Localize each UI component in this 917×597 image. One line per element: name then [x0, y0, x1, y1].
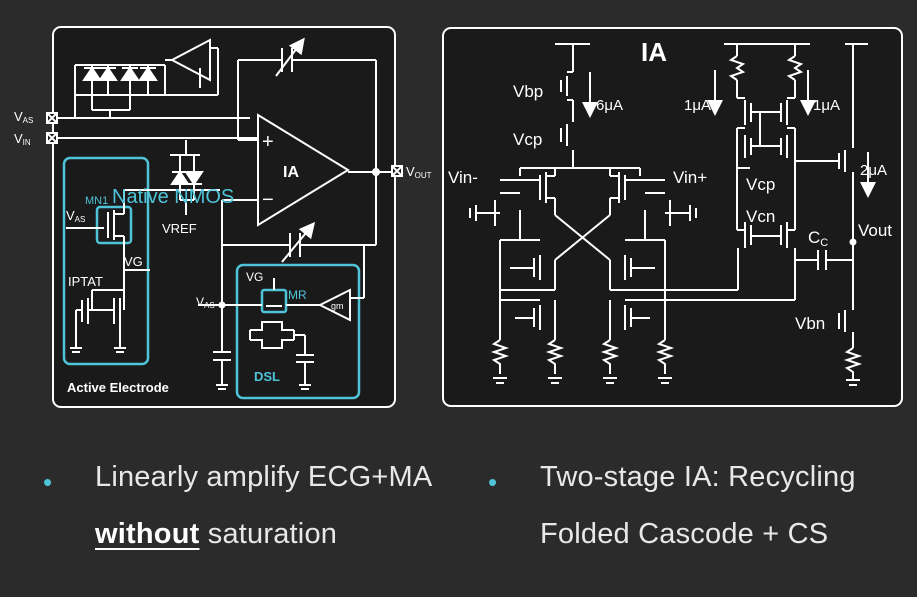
- bullet-2-line-2: Folded Cascode + CS: [540, 518, 829, 550]
- current-6ua-label: 6μA: [596, 97, 623, 114]
- bullet-1-line-2-rest: saturation: [199, 518, 338, 550]
- gm-label: gm: [331, 301, 344, 311]
- left-panel: [46, 26, 403, 408]
- vout-label: Vout: [858, 221, 892, 240]
- active-electrode-block: [62, 156, 220, 366]
- bullet-2-line-1: Two-stage IA: Recycling: [540, 461, 856, 493]
- amp-plus-label: +: [262, 131, 274, 153]
- amp-ia-label: IA: [283, 164, 299, 181]
- current-2ua-label: 2μA: [860, 162, 887, 179]
- diode-icon: [120, 65, 140, 95]
- current-1ua-a-label: 1μA: [684, 97, 711, 114]
- top-buffer-icon: [165, 38, 219, 96]
- feedback-capacitor-top: [237, 37, 377, 172]
- vref-label: VREF: [162, 221, 197, 236]
- input-pins: [46, 112, 258, 144]
- vcp-right-label: Vcp: [746, 175, 775, 194]
- active-electrode-title: Active Electrode: [67, 380, 169, 395]
- output-pin: [391, 165, 403, 177]
- vcn-label: Vcn: [746, 207, 775, 226]
- nmos-cascode: [737, 222, 796, 300]
- feedback-capacitor-bottom: [221, 172, 377, 263]
- vbn-label: Vbn: [795, 314, 825, 333]
- iptat-label: IPTAT: [68, 274, 103, 289]
- bullet-marker-2: •: [488, 467, 498, 497]
- vin-minus-label: Vin-: [448, 168, 478, 187]
- bullet-1-emphasis: without: [95, 518, 200, 550]
- diode-string: [74, 64, 166, 118]
- diode-icon: [98, 65, 118, 95]
- right-panel: [442, 27, 903, 407]
- amp-minus-label: −: [262, 189, 274, 211]
- dsl-block: [222, 245, 365, 400]
- vin-plus-label: Vin+: [673, 168, 707, 187]
- right-panel-frame: [442, 27, 903, 407]
- input-pairs: [469, 168, 697, 261]
- vbp-label: Vbp: [513, 82, 543, 101]
- current-1ua-b-label: 1μA: [813, 97, 840, 114]
- native-nmos-label: Native NMOS: [112, 186, 234, 208]
- ae-vg-label: VG: [124, 254, 143, 269]
- folded-cascode-lower: [490, 239, 795, 384]
- cc-label: CC: [808, 228, 828, 249]
- dsl-vg-label: VG: [246, 270, 263, 284]
- vcp-left-label: Vcp: [513, 130, 542, 149]
- tail-current-source: [520, 44, 640, 169]
- ia-amplifier-icon: [222, 113, 392, 227]
- dsl-capacitor: [198, 245, 231, 390]
- pin-vin-label: VIN: [14, 131, 31, 147]
- mn1-label: MN1: [85, 195, 108, 207]
- bullet-1-line-2: without saturation: [95, 518, 337, 551]
- pmos-mirror: [707, 44, 816, 230]
- dsl-vas-label: VAS: [196, 295, 215, 310]
- dsl-title: DSL: [254, 369, 280, 384]
- diode-icon: [82, 65, 102, 95]
- left-panel-labels: VAS VIN VOUT + − IA VREF MN1 Native NMOS…: [14, 109, 432, 395]
- bullet-1-line-1: Linearly amplify ECG+MA: [95, 461, 433, 493]
- ae-vas-label: VAS: [66, 208, 85, 224]
- mr-label: MR: [288, 288, 307, 302]
- pin-vas-label: VAS: [14, 109, 33, 125]
- pin-vout-label: VOUT: [406, 164, 432, 180]
- cs-output-stage: [795, 44, 876, 386]
- right-panel-labels: IA Vbp Vcp 6μA 1μA 1μA 2μA Vin- Vin+ Vcp…: [448, 37, 892, 333]
- vref-diode-pair: [170, 140, 204, 215]
- ia-title: IA: [641, 37, 667, 67]
- left-panel-frame: [52, 26, 396, 408]
- diode-icon: [138, 65, 158, 95]
- bullet-marker-1: •: [43, 467, 53, 497]
